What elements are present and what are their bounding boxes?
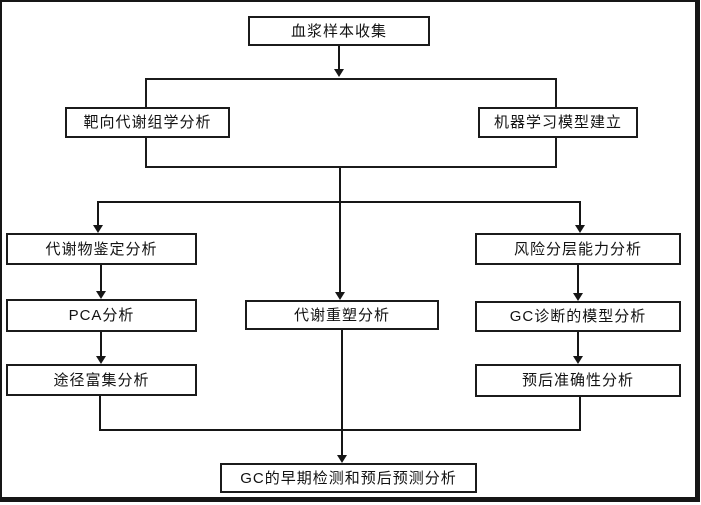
arrowhead-into-remodeling [335, 292, 345, 300]
node-metabolic-remodeling: 代谢重塑分析 [245, 300, 439, 330]
arrowhead-into-hub [334, 69, 344, 77]
node-prognostic-accuracy: 预后准确性分析 [475, 364, 681, 397]
node-pathway-enrichment: 途径富集分析 [6, 364, 197, 396]
node-targeted-metabolomics: 靶向代谢组学分析 [65, 107, 230, 138]
node-metabolite-identification: 代谢物鉴定分析 [6, 233, 197, 265]
arrowhead-into-pathway [96, 356, 106, 364]
arrowhead-into-metabolite [93, 225, 103, 233]
node-plasma-sample-collection: 血浆样本收集 [248, 16, 430, 46]
arrowhead-into-pca [96, 291, 106, 299]
node-risk-stratification: 风险分层能力分析 [475, 233, 681, 265]
arrowhead-into-prognosis [573, 356, 583, 364]
arrowhead-into-gcdiag [573, 293, 583, 301]
arrowhead-into-risk [575, 225, 585, 233]
node-machine-learning-model: 机器学习模型建立 [478, 107, 638, 138]
node-pca-analysis: PCA分析 [6, 299, 197, 332]
node-gc-diagnostic-model: GC诊断的模型分析 [475, 301, 681, 332]
arrowhead-into-final [337, 455, 347, 463]
node-gc-early-detection-prognosis: GC的早期检测和预后预测分析 [220, 463, 477, 493]
